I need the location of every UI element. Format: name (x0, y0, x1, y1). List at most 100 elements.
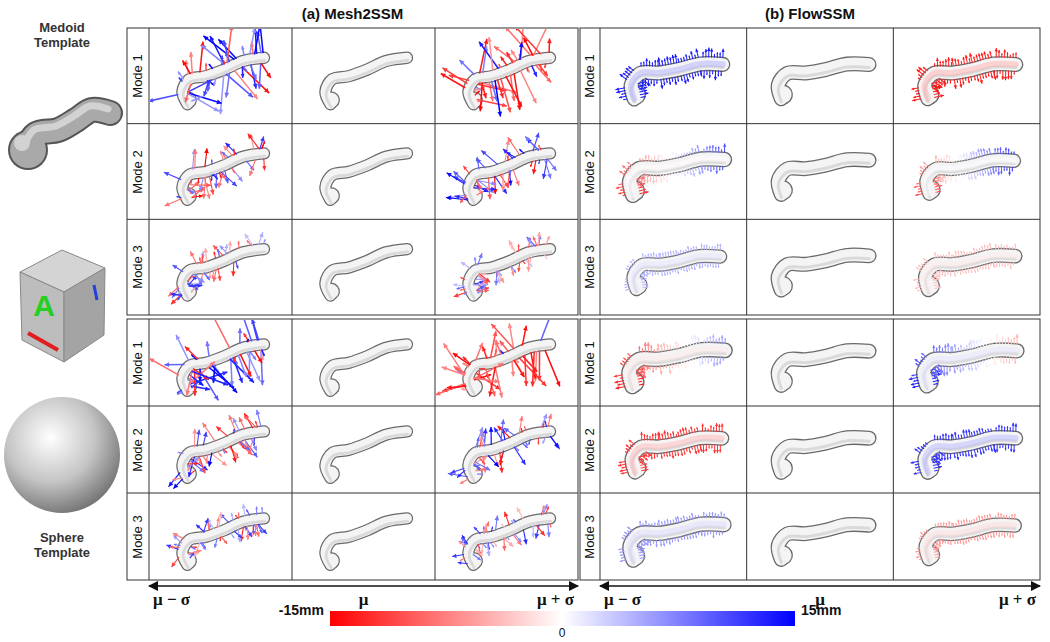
illustration-part (982, 246, 983, 252)
illustration-part (916, 183, 918, 185)
illustration-part (546, 38, 552, 44)
illustration-part (507, 107, 513, 113)
illustration-part (222, 370, 228, 376)
illustration-part (932, 273, 936, 275)
illustration-part (699, 262, 700, 268)
illustration-part (627, 162, 630, 165)
illustration-part (946, 255, 947, 258)
illustration-part (714, 246, 715, 248)
illustration-part (722, 166, 724, 170)
illustration-part (716, 52, 718, 57)
illustration-part (962, 272, 964, 274)
illustration-part (642, 275, 644, 277)
illustration-part (645, 275, 647, 277)
illustration-part (681, 154, 683, 157)
illustration-part (476, 179, 481, 190)
illustration-part (647, 80, 649, 87)
illustration-part (649, 61, 651, 67)
illustration-part (995, 244, 997, 246)
illustration-part (974, 267, 975, 273)
illustration-part (960, 179, 963, 182)
illustration-part (712, 145, 713, 152)
illustration-part (1003, 151, 1004, 152)
illustration-part (944, 80, 946, 87)
illustration-part (532, 236, 537, 241)
illustration-part (204, 63, 208, 71)
illustration-part (522, 353, 537, 374)
illustration-part (528, 238, 532, 242)
illustration-part (1007, 76, 1010, 79)
illustration-part (971, 79, 973, 81)
illustration-part (220, 55, 224, 59)
illustration-part (1001, 76, 1004, 79)
illustration-part (719, 53, 721, 58)
illustration-part (643, 188, 646, 191)
illustration-part (996, 262, 998, 267)
illustration-part (649, 273, 650, 274)
illustration-part (215, 171, 227, 188)
illustration-part (704, 168, 705, 169)
illustration-part (643, 180, 646, 183)
illustration-part (720, 74, 722, 76)
illustration-part (952, 160, 953, 163)
illustration-part (171, 291, 183, 298)
illustration-part (527, 67, 528, 71)
illustration-part (992, 171, 995, 174)
illustration-part (499, 278, 505, 284)
illustration-part (248, 132, 260, 151)
illustration-part (710, 265, 712, 267)
illustration-part (684, 80, 687, 84)
illustration-part (491, 320, 514, 353)
illustration-part (127, 493, 578, 494)
illustration-part (988, 148, 990, 151)
illustration-part (645, 283, 647, 285)
illustration-part (988, 267, 990, 269)
illustration-part (957, 251, 959, 253)
illustration-part (998, 246, 1000, 250)
illustration-part (580, 123, 1040, 124)
illustration-part (492, 331, 497, 337)
illustration-part (957, 272, 958, 273)
illustration-part (245, 232, 254, 247)
illustration-part (976, 249, 978, 251)
illustration-part (974, 271, 976, 273)
illustration-part (666, 56, 669, 59)
illustration-part (940, 94, 944, 98)
illustration-part (687, 172, 689, 174)
illustration-part (918, 191, 923, 192)
illustration-part (690, 169, 692, 176)
illustration-part (545, 349, 560, 388)
illustration-part (659, 253, 661, 258)
illustration-part (968, 268, 970, 273)
illustration-part (962, 82, 965, 85)
illustration-part (671, 177, 673, 179)
illustration-part (252, 356, 256, 361)
illustration-part (447, 169, 465, 188)
illustration-part (519, 148, 524, 154)
illustration-part (982, 74, 983, 79)
illustration-part (170, 288, 181, 298)
illustration-part (703, 71, 704, 79)
illustration-part (936, 277, 938, 279)
illustration-part (960, 273, 962, 275)
illustration-part (443, 230, 560, 305)
illustration-part (1009, 246, 1010, 249)
illustration-part (460, 289, 462, 291)
illustration-part (260, 144, 264, 149)
illustration-part (580, 406, 1040, 407)
illustration-part (204, 341, 210, 347)
illustration-part (714, 77, 718, 81)
illustration-part (970, 177, 973, 180)
illustration-part (674, 82, 677, 85)
illustration-part (530, 380, 536, 386)
illustration-part (255, 29, 268, 53)
illustration-part (501, 185, 507, 191)
illustration-part (632, 255, 722, 290)
illustration-part (197, 181, 199, 183)
illustration-part (704, 49, 707, 52)
illustration-part (237, 241, 240, 249)
illustration-part (995, 170, 997, 172)
illustration-part (465, 250, 557, 299)
illustration-part (511, 272, 515, 277)
illustration-part (675, 250, 677, 255)
